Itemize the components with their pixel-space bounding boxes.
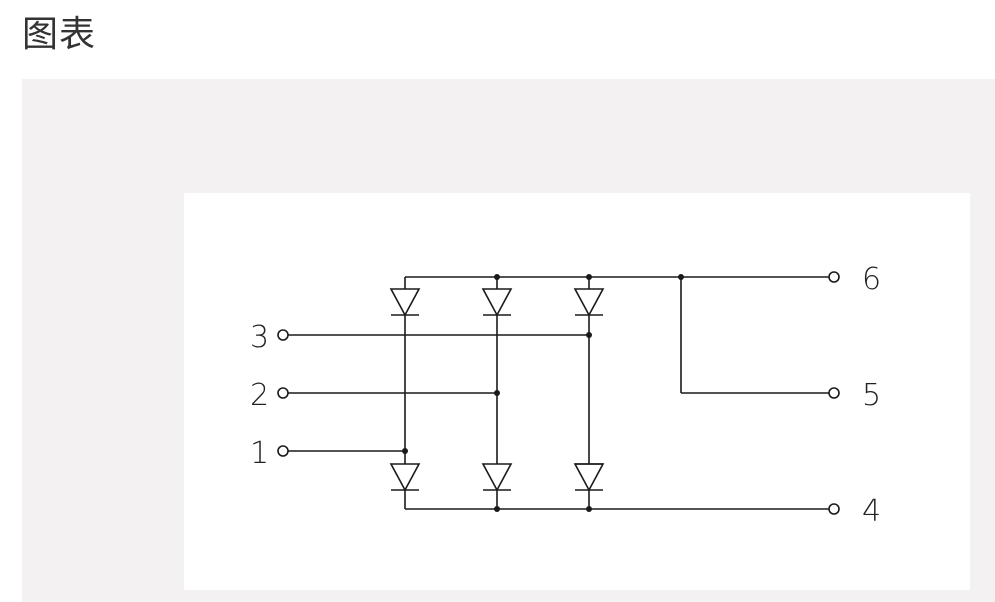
diode-upper-3: [573, 288, 605, 317]
diode-upper-2: [481, 288, 513, 317]
terminal-label-4: 4: [862, 494, 881, 529]
diode-upper-1: [389, 288, 421, 317]
junction-dot: [494, 390, 500, 396]
junction-dot: [586, 506, 592, 512]
junction-dot: [586, 274, 592, 280]
terminal-label-1: 1: [250, 436, 269, 471]
terminal-1-node: [277, 445, 289, 457]
terminal-label-5: 5: [862, 378, 881, 413]
junction-dot: [402, 448, 408, 454]
diode-lower-2: [481, 463, 513, 492]
figure-panel: 3 2 1 6 5 4: [22, 79, 995, 602]
circuit-diagram-card: 3 2 1 6 5 4: [184, 193, 970, 590]
junction-dot: [494, 274, 500, 280]
page-title: 图表: [22, 14, 97, 55]
terminal-6-node: [828, 271, 840, 283]
terminal-2-node: [277, 387, 289, 399]
terminal-label-3: 3: [250, 320, 269, 355]
junction-dot: [494, 506, 500, 512]
junction-dot: [586, 332, 592, 338]
terminal-5-node: [828, 387, 840, 399]
terminal-4-node: [828, 503, 840, 515]
junction-dot: [678, 274, 684, 280]
diode-lower-3: [573, 463, 605, 492]
terminal-3-node: [277, 329, 289, 341]
rectifier-bridge-circuit-diagram: 3 2 1 6 5 4: [250, 262, 881, 529]
terminal-label-2: 2: [250, 378, 269, 413]
terminal-label-6: 6: [862, 262, 881, 297]
diode-lower-1: [389, 463, 421, 492]
